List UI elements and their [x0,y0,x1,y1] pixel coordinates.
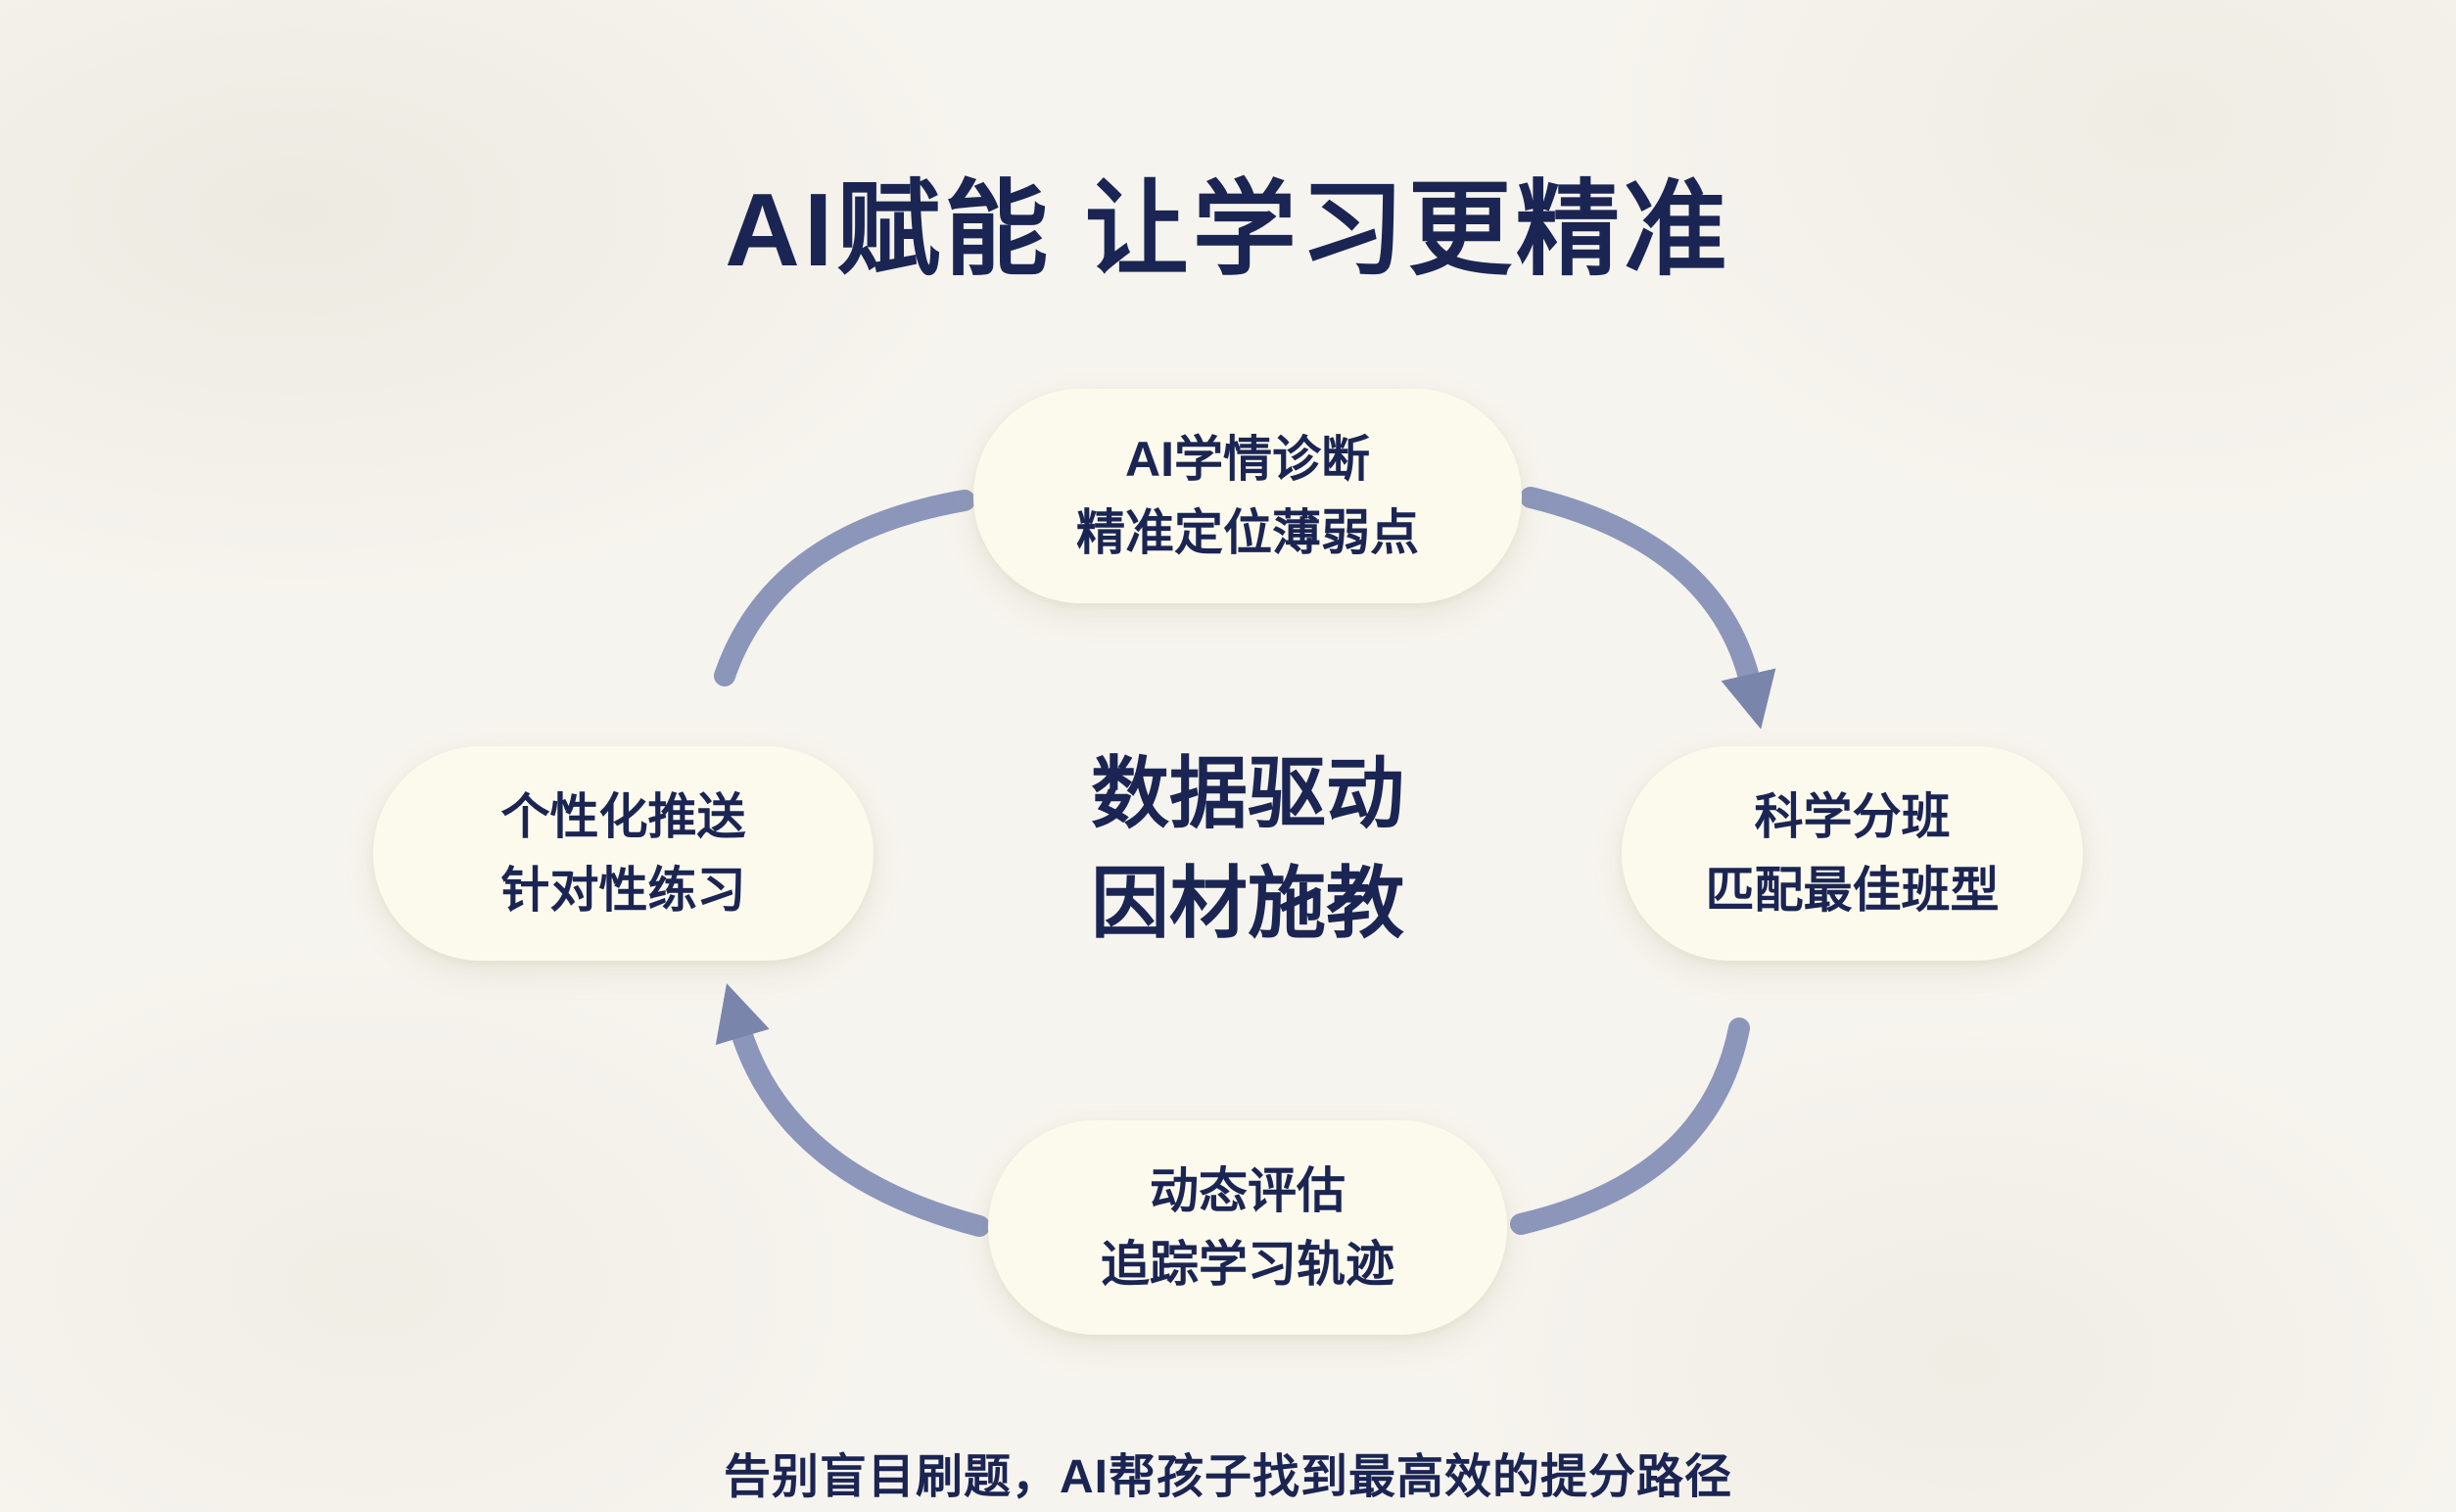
center-label: 数据驱动 因材施教 [954,739,1541,959]
cycle-node-class-placement: 科学分班 匹配最佳班型 [1622,746,2083,961]
cycle-node-personalized-practice-line2: 针对性练习 [500,862,746,918]
caption: 告别盲目刷题，AI帮孩子找到最高效的提分路径 [723,1451,1732,1503]
cycle-node-dynamic-assessment-line2: 追踪学习轨迹 [1101,1236,1394,1292]
cycle-arrow-top-to-right [1520,487,1776,730]
cycle-node-dynamic-assessment-line1: 动态评估 [1150,1162,1346,1218]
cycle-node-personalized-practice: 个性化推送 针对性练习 [373,746,874,961]
center-label-line2: 因材施教 [1091,860,1404,947]
cycle-arrow-right-to-bottom [1510,1017,1750,1235]
cycle-node-dynamic-assessment: 动态评估 追踪学习轨迹 [988,1120,1507,1335]
cycle-node-diagnosis: AI学情诊断 精准定位薄弱点 [973,389,1522,603]
cycle-node-class-placement-line2: 匹配最佳班型 [1705,862,2000,918]
center-label-line1: 数据驱动 [1091,750,1404,837]
cycle-arrow-bottom-to-left [715,983,990,1237]
cycle-node-diagnosis-line1: AI学情诊断 [1125,431,1370,487]
cycle-arrow-left-to-top [714,490,975,686]
cycle-node-personalized-practice-line1: 个性化推送 [500,788,746,844]
cycle-node-diagnosis-line2: 精准定位薄弱点 [1076,504,1419,560]
diagram-title: AI赋能 让学习更精准 [725,172,1731,288]
cycle-node-class-placement-line1: 科学分班 [1754,788,1951,844]
